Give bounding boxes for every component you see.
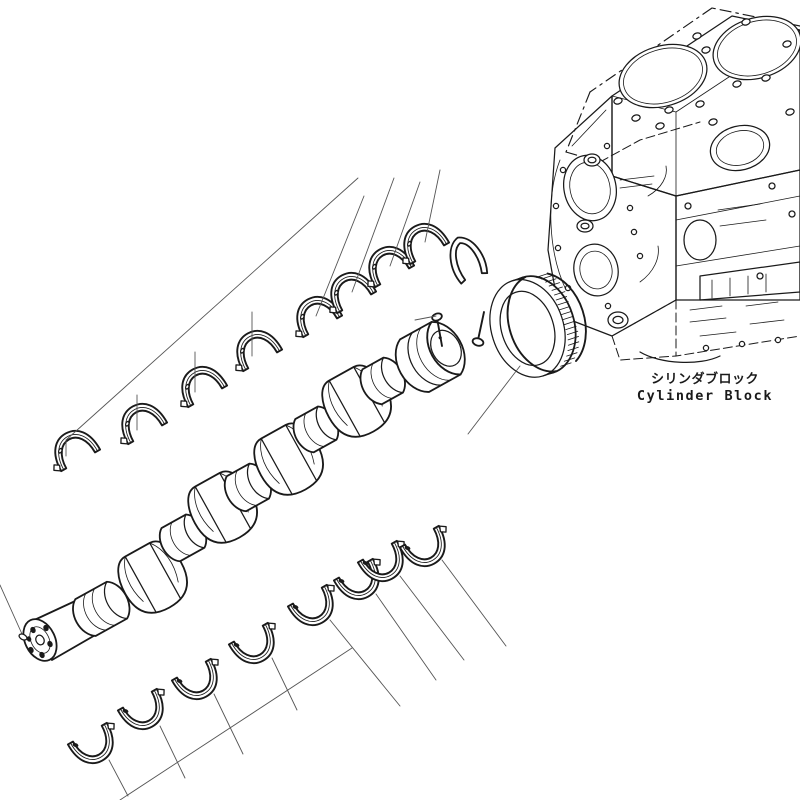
crankshaft-body <box>72 321 466 637</box>
cylinder-block-label-en: Cylinder Block <box>636 387 774 404</box>
upper-bearing-shell <box>222 321 284 375</box>
lower-bearing-shell <box>227 619 289 673</box>
lower-bearing-shell <box>398 522 460 576</box>
leader-crankshaft <box>0 584 23 635</box>
lower-bearing-shell <box>66 719 128 773</box>
upper-bearing-shell <box>167 357 229 411</box>
dowel-pin <box>471 311 485 347</box>
cylinder-block-side-face <box>675 124 800 301</box>
upper-bearing-bracket-leader <box>65 177 359 457</box>
lower-main-bearing-row <box>66 522 507 800</box>
dowel-pin <box>414 312 443 347</box>
cylinder-block-skirt <box>611 299 800 363</box>
crankshaft <box>22 321 466 662</box>
lower-bearing-leaders <box>329 559 507 707</box>
upper-main-bearing-row <box>40 169 451 475</box>
lower-bearing-shell <box>170 655 232 709</box>
flywheel-ring-gear <box>489 272 587 378</box>
small-parts-group <box>414 236 489 347</box>
leader-ring-gear <box>467 365 521 435</box>
lower-bearing-shell <box>356 537 418 591</box>
upper-bearing-leaders <box>315 169 441 317</box>
thrust-washer <box>449 236 489 285</box>
cylinder-block-label: シリンダブロック Cylinder Block <box>637 373 773 403</box>
lower-bearing-shell <box>116 685 178 739</box>
lower-bearing-bracket-leader <box>108 647 353 800</box>
upper-bearing-shell <box>40 421 102 475</box>
cylinder-block-assembly <box>547 7 800 363</box>
lower-bearing-shell <box>286 581 348 635</box>
leader-arrow-crankshaft <box>18 633 28 641</box>
cylinder-block-front-face <box>547 95 677 337</box>
head-bolt-bosses <box>613 18 795 130</box>
upper-bearing-shell <box>107 394 169 448</box>
cylinder-block-label-jp: シリンダブロック <box>650 372 759 387</box>
